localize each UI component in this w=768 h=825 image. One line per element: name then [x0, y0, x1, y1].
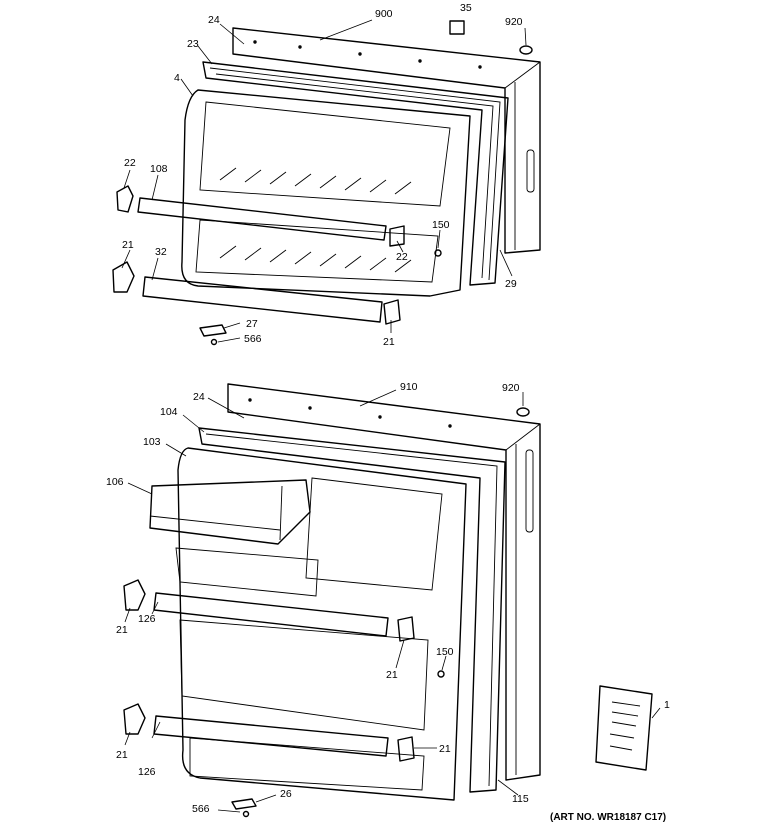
- shelf-bar-108: [137, 197, 387, 241]
- bracket-22-right: [389, 225, 405, 247]
- callout-21-right-low: 21: [439, 743, 451, 755]
- screw-150-bottom: [437, 670, 445, 678]
- hinge-26: [231, 798, 257, 810]
- instruction-booklet-1: [595, 685, 653, 771]
- leader-lines-bottom: [124, 389, 661, 813]
- screw-566-top: [210, 338, 218, 346]
- door-gasket-23: [202, 61, 509, 286]
- bracket-21-left-mid: [123, 579, 146, 611]
- callout-126-low: 126: [138, 766, 156, 778]
- callout-150-bottom: 150: [436, 646, 454, 658]
- freezer-door-assembly: [112, 19, 541, 346]
- callout-21-left-top: 21: [122, 239, 134, 251]
- callout-150-top: 150: [432, 219, 450, 231]
- shelf-bar-126-lower: [153, 715, 389, 757]
- screw-150-top: [434, 249, 442, 257]
- screw-566-bottom: [242, 810, 250, 818]
- outer-door-panel-900: [232, 27, 541, 254]
- leader-lines-top: [121, 19, 527, 343]
- callout-21-left-mid: 21: [116, 624, 128, 636]
- bracket-21-bottom: [383, 299, 401, 325]
- callout-23: 23: [187, 38, 199, 50]
- callout-103: 103: [143, 436, 161, 448]
- callout-566-bottom: 566: [192, 803, 210, 815]
- callout-108: 108: [150, 163, 168, 175]
- callout-21-bottom-top: 21: [383, 336, 395, 348]
- callout-21-mid: 21: [386, 669, 398, 681]
- art-number: (ART NO. WR18187 C17): [550, 812, 666, 823]
- plug-920-bottom: [516, 407, 530, 417]
- inner-door-liner-103: [175, 447, 467, 801]
- shelf-ribs-upper: [219, 167, 412, 195]
- callout-104: 104: [160, 406, 178, 418]
- part-35-block: [449, 20, 465, 35]
- inner-door-liner-4: [181, 89, 471, 297]
- callout-115: 115: [512, 793, 529, 805]
- callout-labels: 900 35 920 24 23 4 22 108 150 22 29 21 3…: [106, 2, 670, 823]
- bracket-21-right-mid: [397, 616, 415, 642]
- outer-door-panel-910: [227, 383, 541, 781]
- shelf-bar-32: [142, 276, 383, 323]
- fresh-food-door-assembly: [123, 383, 661, 818]
- callout-24-top: 24: [208, 14, 220, 26]
- bracket-21-left-low: [123, 703, 146, 735]
- hinge-27: [199, 324, 227, 337]
- shelf-bar-126-upper: [153, 592, 389, 637]
- callout-1: 1: [664, 699, 670, 711]
- callout-26: 26: [280, 788, 292, 800]
- callout-22-left: 22: [124, 157, 136, 169]
- shelf-ribs-lower: [219, 245, 412, 273]
- door-gasket-104: [198, 427, 506, 793]
- plug-920-top: [519, 45, 533, 55]
- callout-22-right: 22: [396, 251, 408, 263]
- callout-106: 106: [106, 476, 124, 488]
- callout-126-mid: 126: [138, 613, 156, 625]
- callout-920-top: 920: [505, 16, 523, 28]
- callout-29: 29: [505, 278, 517, 290]
- callout-910: 910: [400, 381, 418, 393]
- callout-21-left-low: 21: [116, 749, 128, 761]
- callout-27: 27: [246, 318, 258, 330]
- bracket-21-right-low: [397, 736, 415, 762]
- callout-24-bottom: 24: [193, 391, 205, 403]
- callout-900: 900: [375, 8, 393, 20]
- callout-32: 32: [155, 246, 167, 258]
- callout-920-bottom: 920: [502, 382, 520, 394]
- callout-4: 4: [174, 72, 180, 84]
- callout-35: 35: [460, 2, 472, 14]
- bracket-22-left: [116, 185, 134, 213]
- callout-566-top: 566: [244, 333, 262, 345]
- butter-compartment-106: [149, 479, 311, 545]
- bracket-21-left: [112, 261, 135, 293]
